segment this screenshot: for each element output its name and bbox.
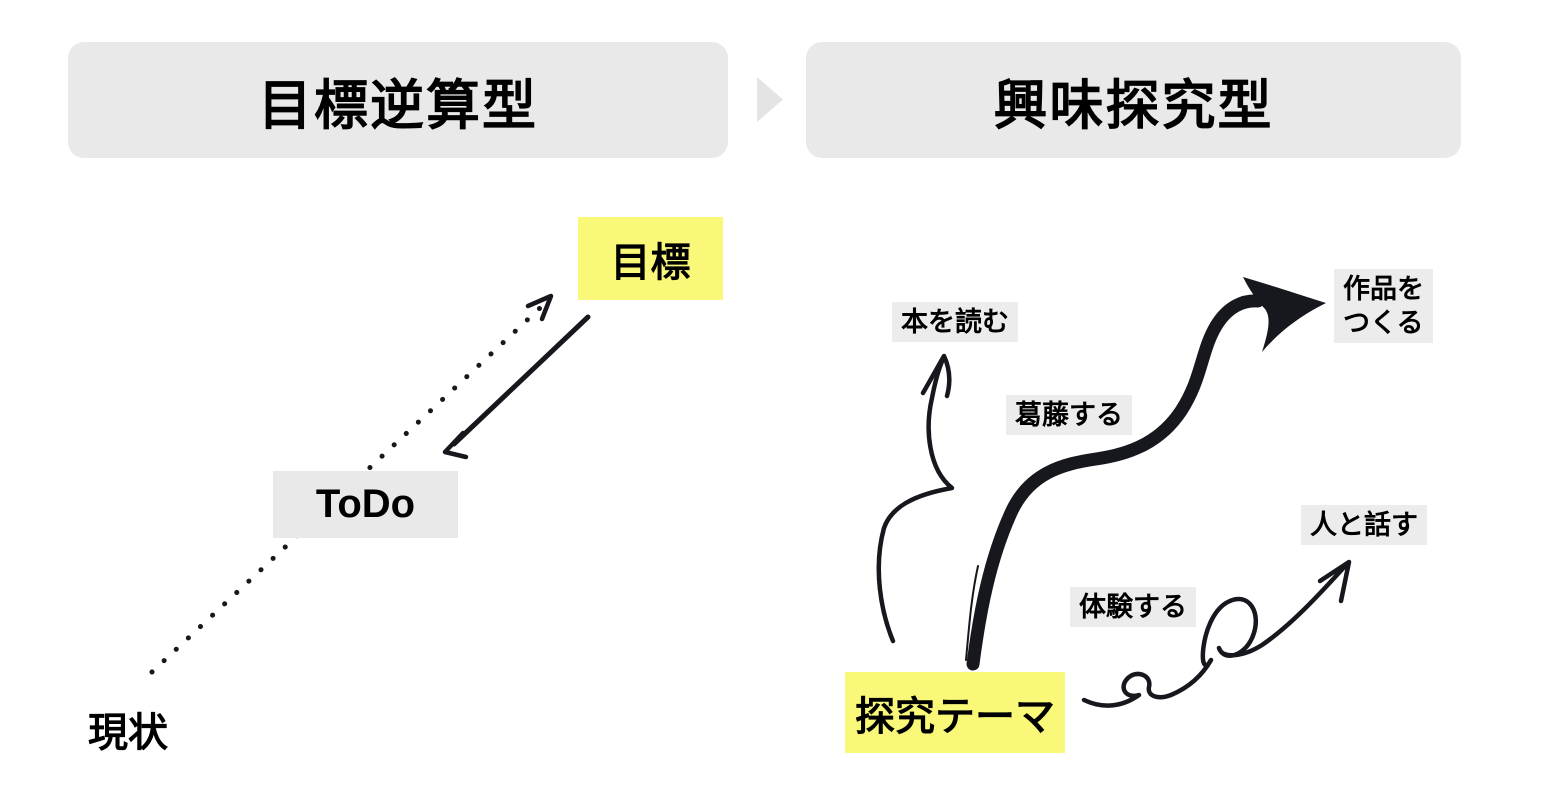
transition-triangle-shape bbox=[757, 77, 783, 122]
activity-experience-label: 体験する bbox=[1070, 587, 1196, 628]
header-goal-backward: 目標逆算型 bbox=[68, 42, 728, 158]
transition-triangle-icon bbox=[757, 77, 783, 122]
brush-arrow-texture bbox=[965, 565, 979, 661]
brush-arrow-theme-to-create bbox=[966, 294, 1265, 671]
loop-arrow-theme-to-talk bbox=[1081, 561, 1350, 708]
todo-node: ToDo bbox=[273, 471, 458, 538]
solid-arrowhead-icon bbox=[442, 430, 469, 460]
activity-create-label: 作品を つくる bbox=[1334, 269, 1433, 344]
goal-node: 目標 bbox=[578, 217, 723, 300]
solid-arrow-goal-to-todo bbox=[451, 314, 591, 447]
activity-read-label: 本を読む bbox=[892, 302, 1018, 343]
header-interest-exploration: 興味探究型 bbox=[806, 42, 1461, 158]
dotted-arrowhead-icon bbox=[525, 293, 554, 322]
activity-struggle-label: 葛藤する bbox=[1006, 395, 1132, 436]
brush-arrowhead-icon bbox=[1243, 277, 1326, 352]
curve-arrow-theme-to-read bbox=[876, 354, 955, 644]
activity-talk-label: 人と話す bbox=[1301, 505, 1427, 546]
current-state-label: 現状 bbox=[88, 711, 168, 755]
curve-arrowhead-icon bbox=[920, 353, 952, 399]
loop-arrowhead-icon bbox=[1317, 559, 1352, 604]
exploration-theme-node: 探究テーマ bbox=[845, 672, 1065, 753]
